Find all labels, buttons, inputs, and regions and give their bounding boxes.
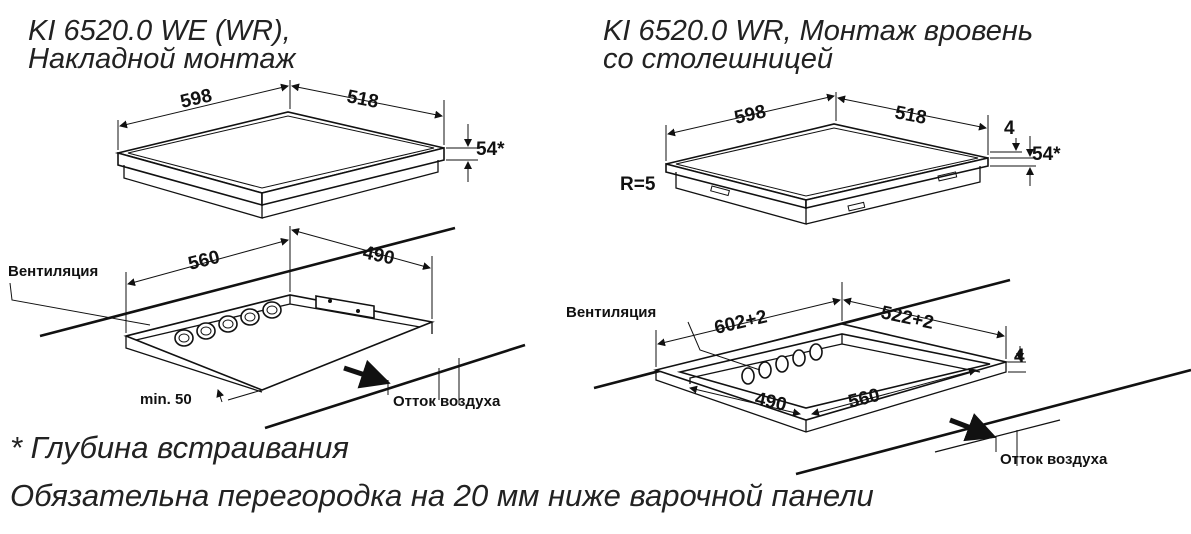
right-radius-label: R=5 (620, 174, 656, 195)
left-hob-width: 598 (178, 85, 214, 113)
right-hob-width: 598 (732, 101, 768, 129)
footnote-depth: * Глубина встраивания (10, 430, 349, 465)
left-bracket (315, 295, 375, 319)
right-hob-height: 54* (1032, 144, 1061, 165)
right-title-line2: со столешницей (603, 43, 833, 75)
footnote-partition: Обязательна перегородка на 20 мм ниже ва… (10, 478, 874, 513)
left-ventilation-holes (174, 301, 282, 347)
left-cutout-depth: 490 (361, 242, 396, 269)
left-hob-height: 54* (476, 139, 505, 160)
right-rebate-depth: 522+2 (879, 302, 936, 334)
left-hob (114, 111, 445, 219)
right-rebate-width: 602+2 (712, 306, 769, 338)
right-hob-depth: 518 (893, 102, 928, 129)
left-ventilation-label: Вентиляция (8, 263, 98, 280)
right-flush-mount-drawing: KI 6520.0 WR, Монтаж вровень со столешни… (566, 15, 1191, 476)
left-title-line2: Накладной монтаж (28, 43, 296, 75)
right-ventilation-holes (741, 343, 823, 385)
right-airflow-label: Отток воздуха (1000, 451, 1108, 468)
left-title-line1: KI 6520.0 WE (WR), (28, 15, 291, 47)
right-rebate-height: 4 (1004, 118, 1015, 139)
right-title-line1: KI 6520.0 WR, Монтаж вровень (603, 15, 1033, 47)
left-min-gap-label: min. 50 (140, 391, 192, 408)
left-airflow-label: Отток воздуха (393, 393, 501, 410)
left-cutout-width: 560 (186, 247, 222, 275)
right-ventilation-label: Вентиляция (566, 304, 656, 321)
left-surface-mount-drawing: KI 6520.0 WE (WR), Накладной монтаж 598 … (8, 15, 526, 430)
right-hob (665, 123, 989, 225)
right-rebate-depth-right: 4 (1014, 346, 1025, 367)
left-hob-depth: 518 (345, 86, 380, 113)
